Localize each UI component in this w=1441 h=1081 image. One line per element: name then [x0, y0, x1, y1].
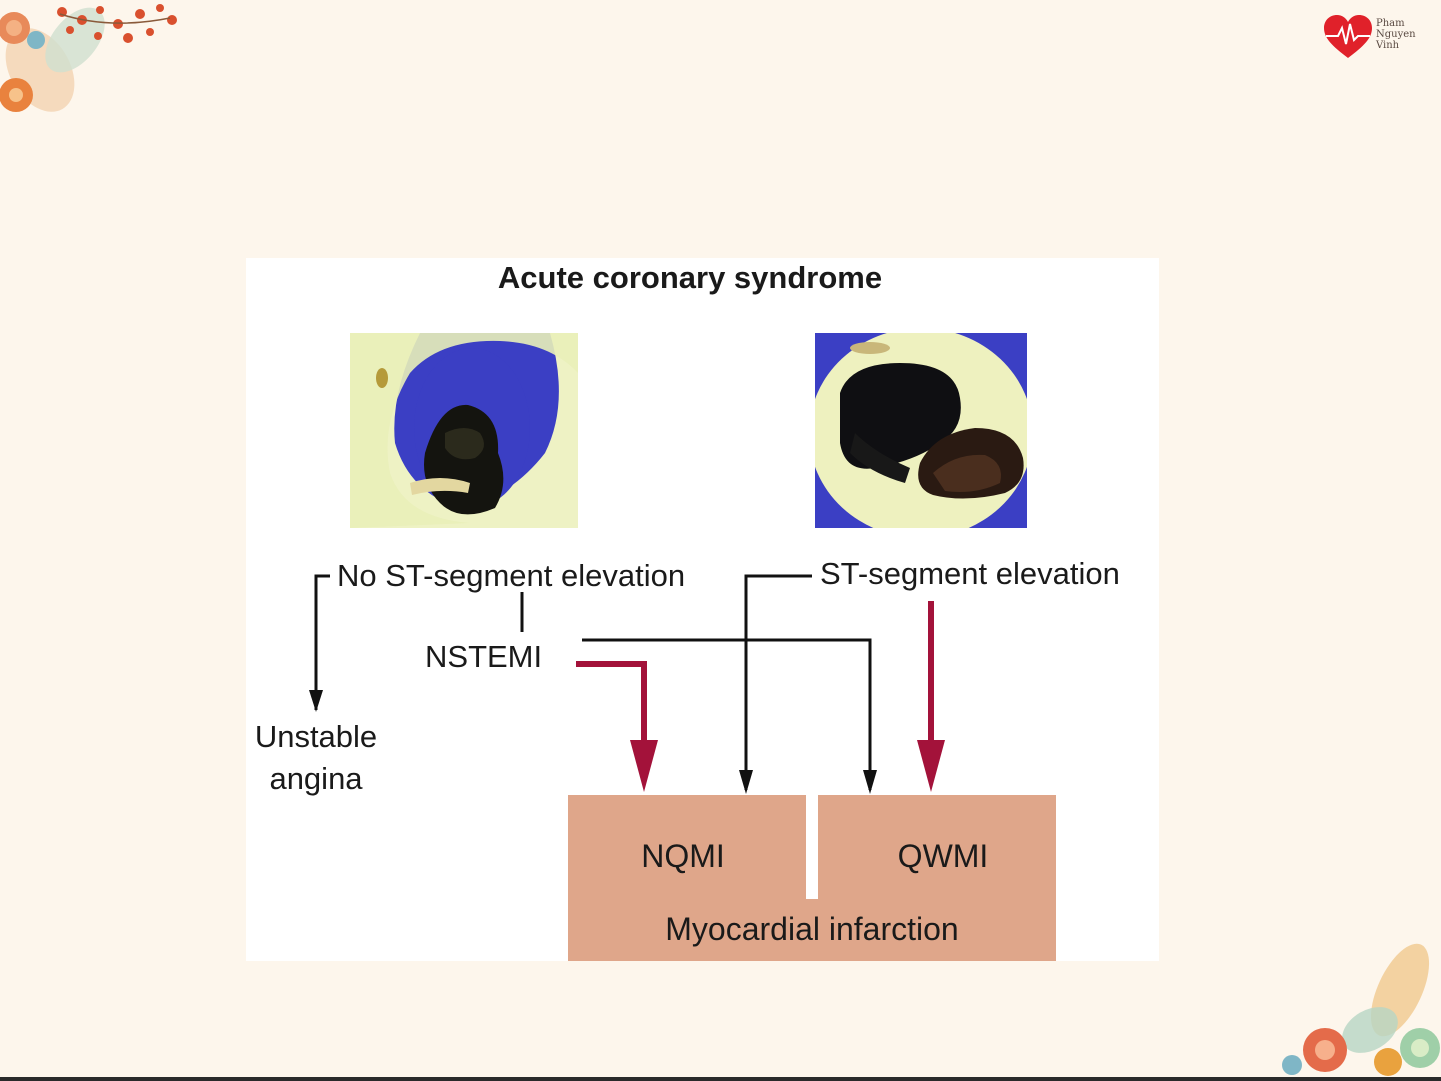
unstable-angina-line-1: Unstable [248, 716, 384, 758]
unstable-angina-label: Unstable angina [248, 716, 384, 800]
st-elevation-label: ST-segment elevation [820, 556, 1120, 592]
arrow-st-to-nqmi [746, 576, 812, 790]
nstemi-label: NSTEMI [425, 639, 542, 675]
arrow-nstemi-to-nqmi-red [576, 664, 644, 745]
nqmi-label: NQMI [568, 838, 798, 875]
qwmi-label: QWMI [828, 838, 1058, 875]
unstable-angina-line-2: angina [248, 758, 384, 800]
no-st-elevation-label: No ST-segment elevation [337, 558, 685, 594]
myocardial-infarction-label: Myocardial infarction [568, 911, 1056, 948]
bottom-border [0, 1077, 1441, 1081]
arrow-to-unstable-angina [316, 576, 330, 710]
